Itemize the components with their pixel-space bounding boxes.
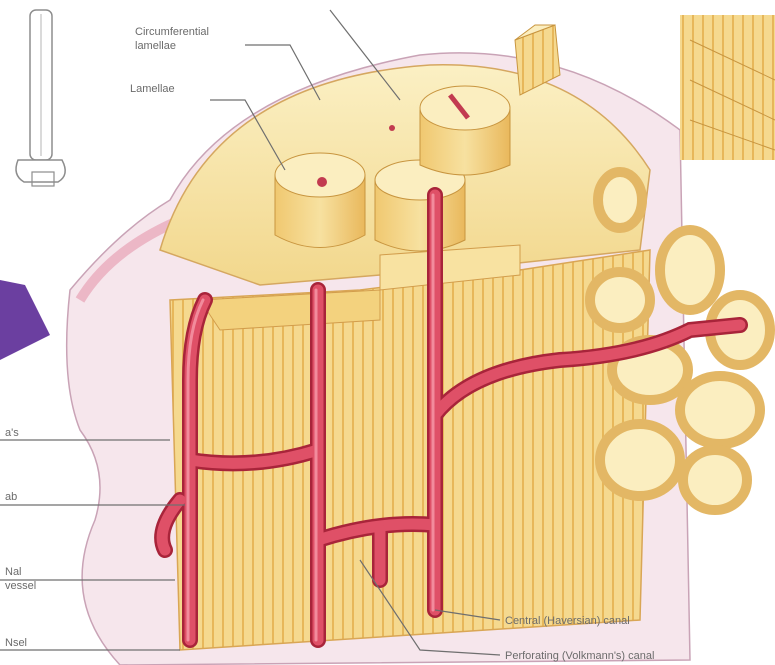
detail-inset-top-right — [680, 15, 775, 160]
purple-arrow-marker — [0, 280, 50, 360]
label-left-1: a's — [5, 427, 19, 439]
label-left-2: ab — [5, 491, 17, 503]
label-lamellae: Lamellae — [130, 83, 175, 95]
label-central-canal: Central (Haversian) canal — [505, 615, 630, 627]
osteon-1 — [275, 153, 365, 248]
whole-bone-thumbnail — [16, 10, 65, 186]
label-perforating-canal: Perforating (Volkmann's) canal — [505, 650, 654, 662]
label-left-4: Nsel — [5, 637, 27, 649]
